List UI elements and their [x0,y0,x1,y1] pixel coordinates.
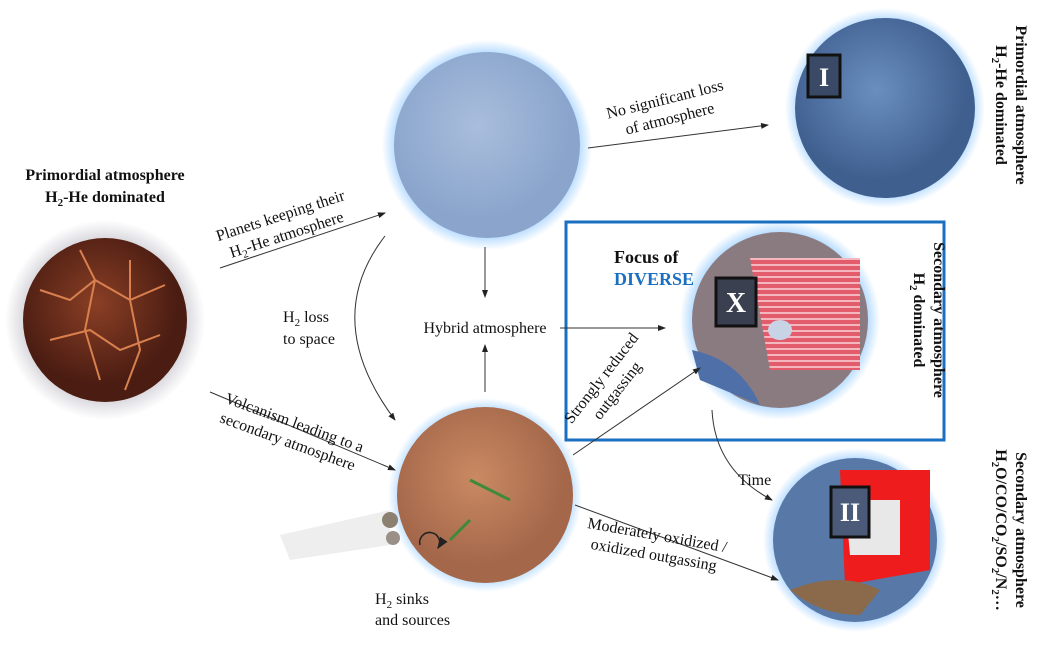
svg-text:H2-He dominated: H2-He dominated [45,189,165,209]
arrow-strongly-reduced [572,367,701,456]
label-moderately: Moderately oxidized / oxidized outgassin… [586,515,729,575]
arrow-volcanism [209,391,396,471]
svg-text:Primordial atmosphere: Primordial atmosphere [1012,25,1029,184]
svg-text:Secondary atmosphere: Secondary atmosphere [1012,452,1029,608]
label-focus: Focus of DIVERSE [614,247,694,289]
label-box-ii: II [829,485,871,539]
svg-text:Secondary atmosphere: Secondary atmosphere [930,242,947,398]
label-box-x: X [714,276,758,328]
svg-text:Focus of: Focus of [614,247,680,267]
rock-icons [280,510,448,560]
svg-text:H2 dominated: H2 dominated [907,273,927,368]
arrow-keep [219,212,386,269]
svg-text:H2 loss: H2 loss [283,309,329,329]
label-box-i: I [806,53,842,99]
svg-text:Primordial atmosphere: Primordial atmosphere [25,167,184,184]
label-h2-loss: H2 loss to space [283,309,335,348]
svg-text:to space: to space [283,331,335,348]
planet-brown-bottom [388,398,582,592]
label-right-bottom: Secondary atmosphere H2O/CO/CO2/SO2/N2… [989,449,1029,611]
planet-ii [763,448,947,632]
label-right-mid: Secondary atmosphere H2 dominated [907,242,947,398]
label-time: Time [738,472,771,489]
svg-text:H2O/CO/CO2/SO2/N2…: H2O/CO/CO2/SO2/N2… [989,449,1009,611]
planet-top-right [785,8,985,208]
svg-text:I: I [819,63,829,92]
svg-text:II: II [840,498,860,527]
svg-text:X: X [726,288,746,319]
diverse-focus-box [564,220,946,442]
label-strongly-reduced: Strongly reduced outgassing [561,330,645,427]
arrow-h2-loss [354,235,396,421]
arrow-time [711,409,773,501]
arrows [209,122,779,581]
label-sinks: H2 sinks and sources [375,591,450,629]
label-planets-keeping: Planets keeping their H2-He atmosphere [214,187,348,261]
label-volcanism: Volcanism leading to a secondary atmosph… [218,390,366,474]
svg-text:H2 sinks: H2 sinks [375,591,429,611]
label-hybrid: Hybrid atmosphere [423,320,546,337]
svg-text:DIVERSE: DIVERSE [614,269,694,289]
planet-primordial-left [5,220,205,420]
label-right-top: Primordial atmosphere H2-He dominated [989,25,1029,184]
planet-top-center [382,40,592,250]
cycle-icon [418,531,448,550]
svg-text:H2-He dominated: H2-He dominated [989,45,1009,165]
planet-x [680,220,880,420]
label-primordial-left: Primordial atmosphere H2-He dominated [25,167,184,209]
arrow-moderately [574,504,779,581]
svg-text:and sources: and sources [375,612,450,629]
arrow-no-loss [587,122,769,149]
